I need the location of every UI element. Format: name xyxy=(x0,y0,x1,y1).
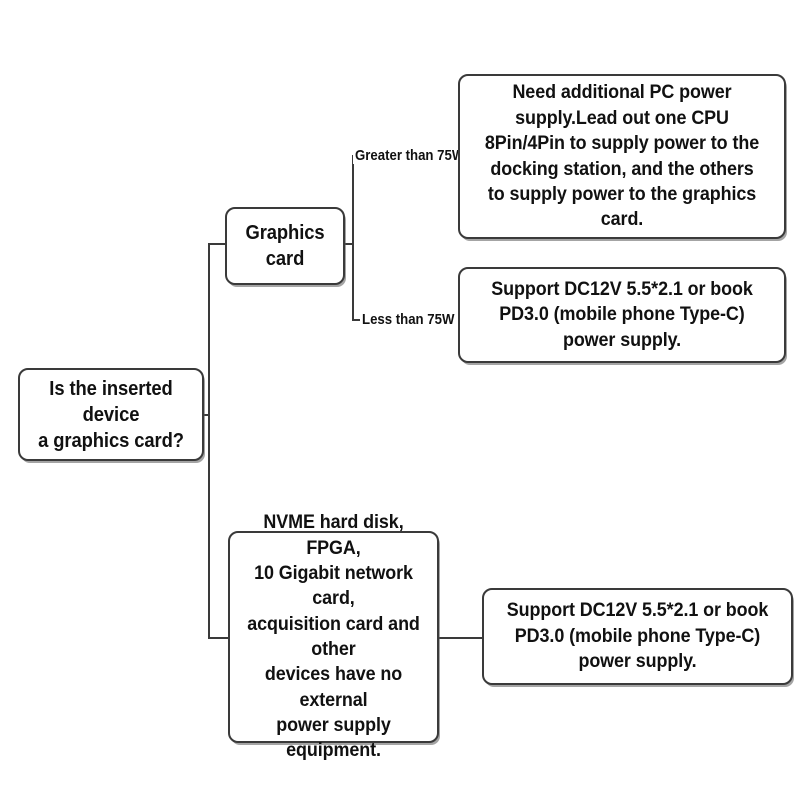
connector-main-trunk xyxy=(208,243,210,639)
edge-label-less-than-75w: Less than 75W xyxy=(360,311,470,328)
node-other-devices-supply: Support DC12V 5.5*2.1 or book PD3.0 (mob… xyxy=(482,588,793,685)
edge-label-greater-than-75w-text: Greater than 75W xyxy=(355,147,465,164)
node-high-power-supply-label: Need additional PC power supply.Lead out… xyxy=(484,81,760,231)
node-root-question: Is the inserted device a graphics card? xyxy=(18,368,204,461)
node-graphics-card-label: Graphics card xyxy=(245,222,325,270)
node-other-devices: NVME hard disk, FPGA, 10 Gigabit network… xyxy=(228,511,439,761)
edge-label-greater-than-75w: Greater than 75W xyxy=(353,147,482,164)
node-graphics-card: Graphics card xyxy=(225,207,345,285)
connector-trunk-to-graphics-card xyxy=(208,243,227,245)
node-low-power-supply: Support DC12V 5.5*2.1 or book PD3.0 (mob… xyxy=(458,267,786,363)
node-root-question-label: Is the inserted device a graphics card? xyxy=(38,377,184,452)
connector-root-stub xyxy=(202,414,210,416)
connector-graphics-card-stub xyxy=(345,243,354,245)
connector-power-branch-trunk xyxy=(352,155,354,319)
connector-other-devices-to-supply xyxy=(439,637,484,639)
node-low-power-supply-label: Support DC12V 5.5*2.1 or book PD3.0 (mob… xyxy=(491,277,753,351)
node-high-power-supply: Need additional PC power supply.Lead out… xyxy=(458,74,786,239)
edge-label-less-than-75w-text: Less than 75W xyxy=(362,311,455,328)
connector-trunk-to-other-devices xyxy=(208,637,230,639)
node-other-devices-supply-label: Support DC12V 5.5*2.1 or book PD3.0 (mob… xyxy=(506,599,769,673)
node-other-devices-label: NVME hard disk, FPGA, 10 Gigabit network… xyxy=(247,511,420,762)
